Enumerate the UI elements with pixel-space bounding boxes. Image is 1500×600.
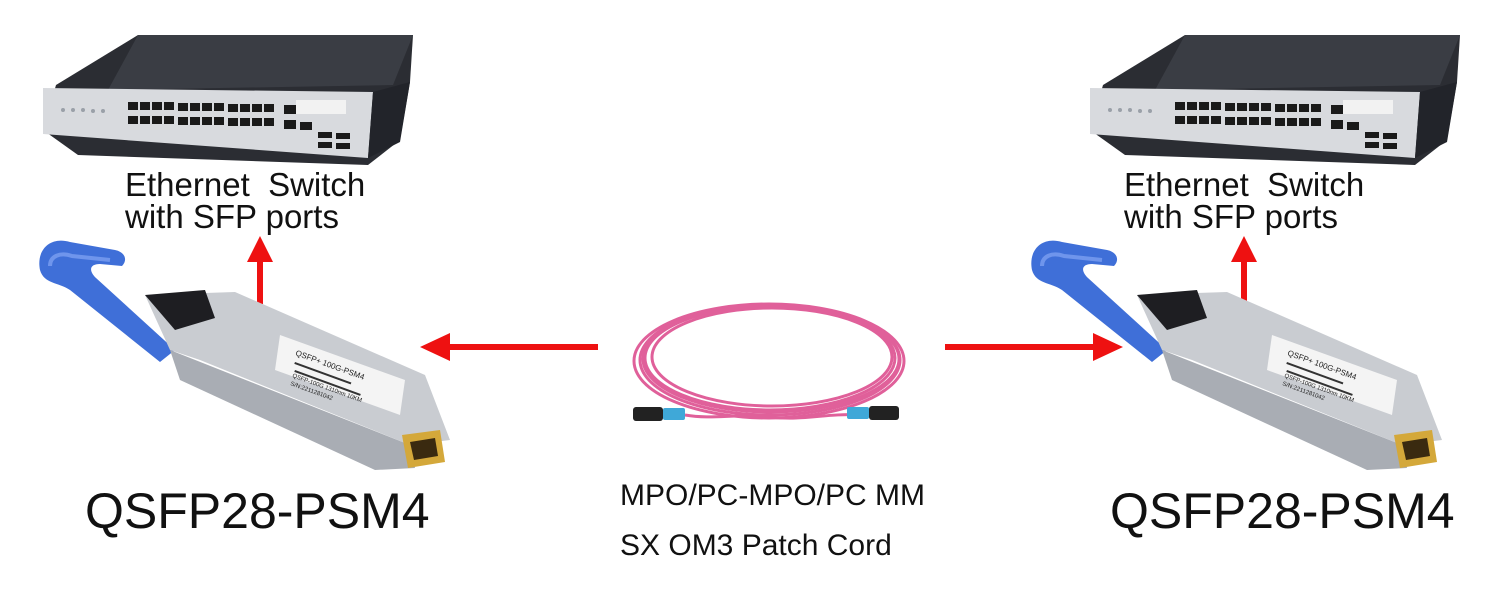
left-up-arrow	[246, 236, 274, 304]
right-switch-label-line2: with SFP ports	[1124, 198, 1338, 235]
left-module-label: QSFP28-PSM4	[85, 483, 430, 539]
left-qsfp-module-image: QSFP+ 100G-PSM4 QSFP-100G 1310nm 10KM S/…	[30, 230, 460, 480]
right-arrow	[945, 330, 1123, 364]
left-switch-label-line2: with SFP ports	[125, 198, 339, 235]
mpo-patch-cord-image	[625, 295, 915, 435]
right-switch-label-line1: Ethernet Switch	[1124, 166, 1365, 203]
left-arrow	[420, 330, 598, 364]
left-switch-label-line1: Ethernet Switch	[125, 166, 366, 203]
cord-label-line2: SX OM3 Patch Cord	[620, 529, 892, 562]
right-qsfp-module-image: QSFP+ 100G-PSM4 QSFP-100G 1310nm 10KM S/…	[1022, 230, 1452, 480]
right-module-label: QSFP28-PSM4	[1110, 483, 1455, 539]
right-ethernet-switch-image	[1085, 30, 1465, 165]
right-up-arrow	[1230, 236, 1258, 304]
cord-label-line1: MPO/PC-MPO/PC MM	[620, 479, 925, 512]
left-ethernet-switch-image	[38, 30, 418, 165]
